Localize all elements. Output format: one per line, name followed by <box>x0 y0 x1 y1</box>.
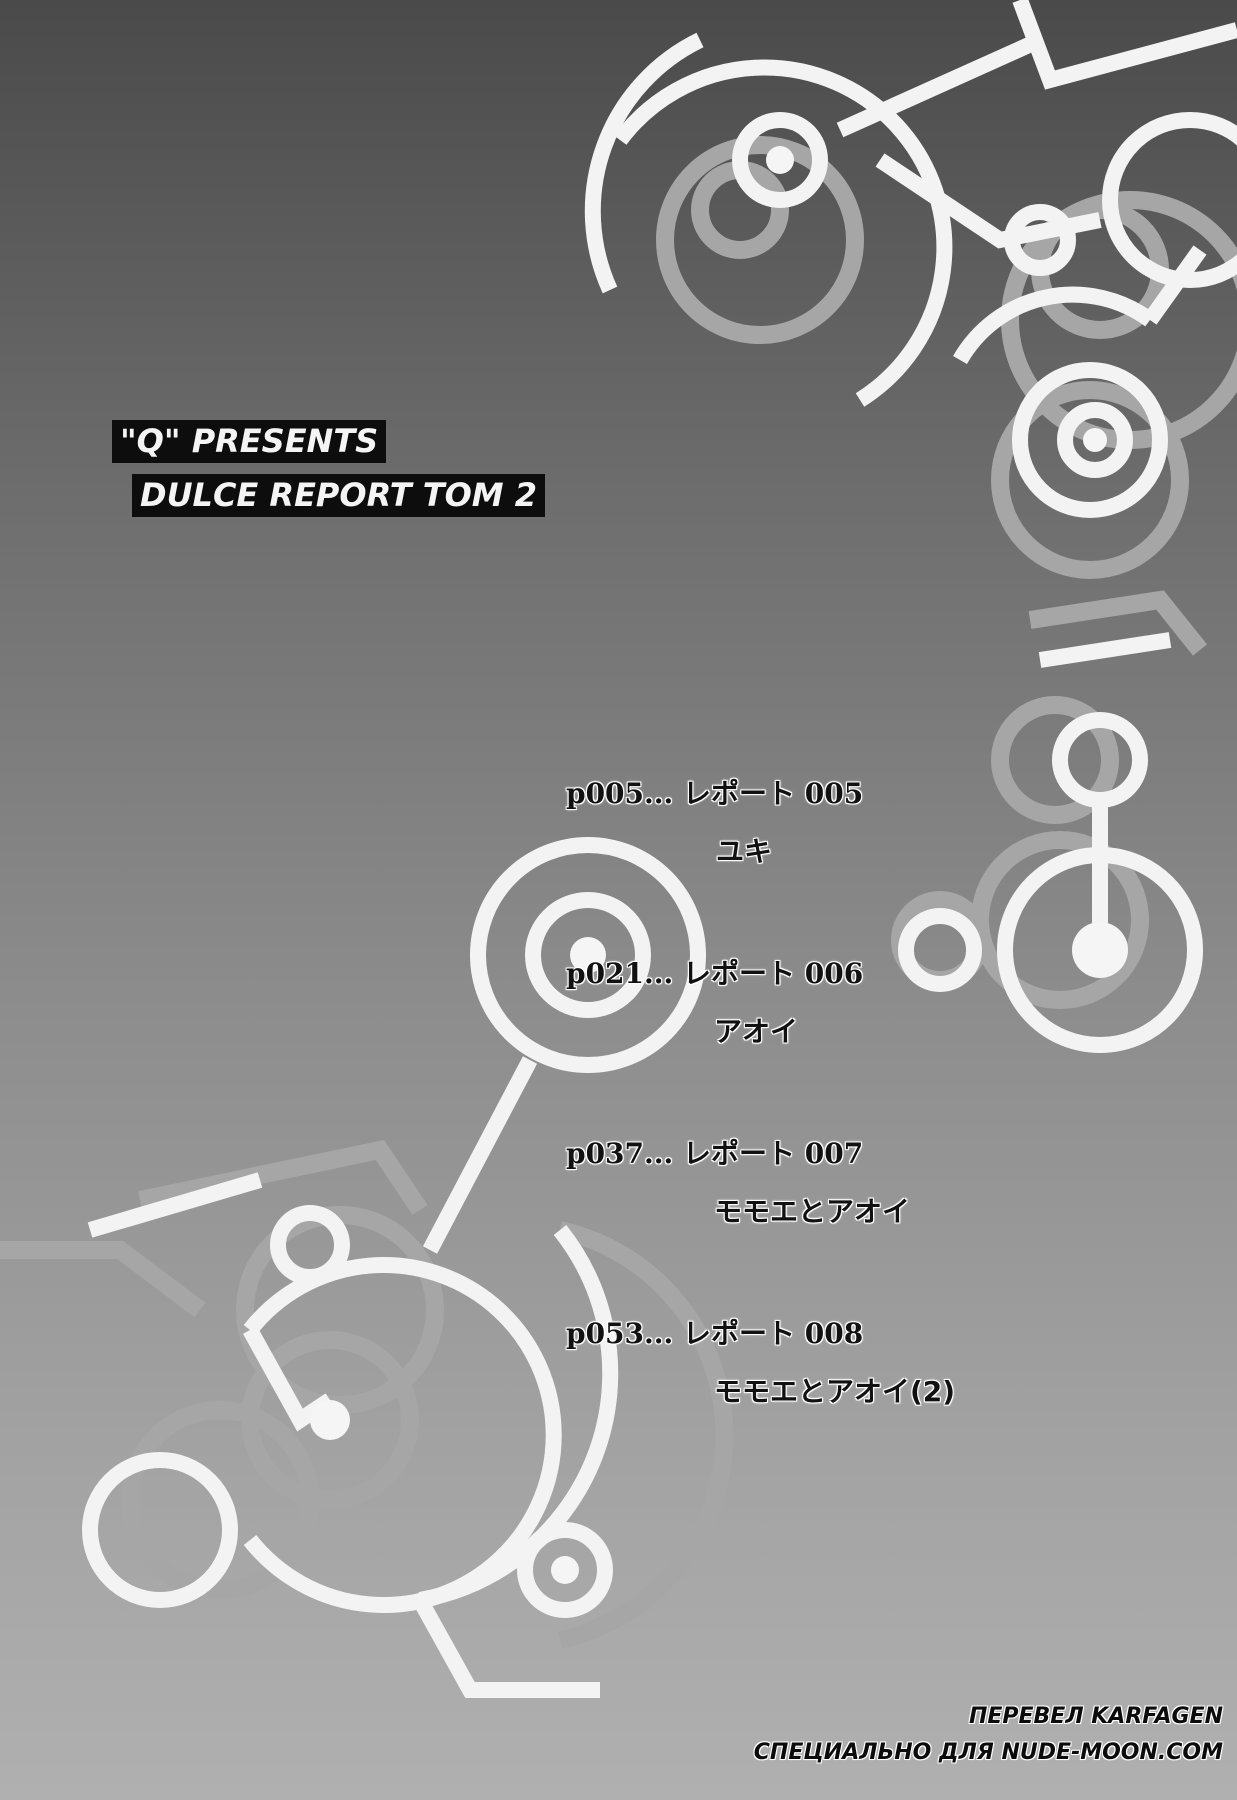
toc-entry-1-page: p005... レポート 005 <box>566 777 864 810</box>
title-line-1: "Q" PRESENTS <box>112 420 387 463</box>
toc-entry-3-page: p037... レポート 007 <box>566 1137 864 1170</box>
site-credit: СПЕЦИАЛЬНО ДЛЯ NUDE-MOON.COM <box>753 1740 1223 1765</box>
toc-entry-4-subtitle: モモエとアオイ(2) <box>714 1375 956 1408</box>
toc-entry-2-subtitle: アオイ <box>714 1015 799 1048</box>
toc-entry-3-subtitle: モモエとアオイ <box>714 1195 911 1228</box>
toc-entry-1-subtitle: ユキ <box>716 835 773 868</box>
toc-entry-4-page: p053... レポート 008 <box>566 1317 864 1350</box>
title-line-2: DULCE REPORT TOM 2 <box>132 474 546 517</box>
toc-entry-2-page: p021... レポート 006 <box>566 957 864 990</box>
translator-credit: ПЕРЕВЕЛ KARFAGEN <box>968 1704 1223 1729</box>
